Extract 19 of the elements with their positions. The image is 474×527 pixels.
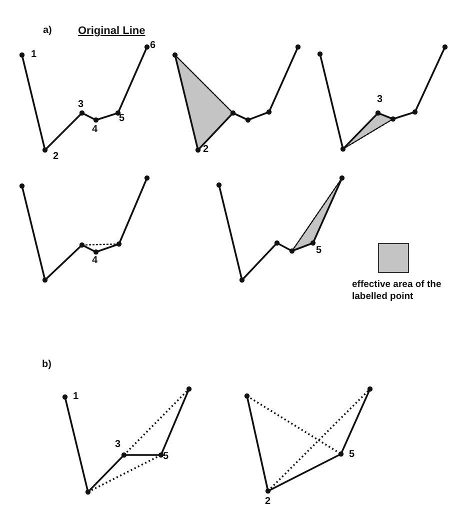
panel-title: Original Line (78, 26, 146, 37)
point-number: 5 (119, 114, 125, 124)
point-number: 1 (73, 392, 79, 402)
point-number: 3 (78, 100, 84, 110)
panel-label: a) (43, 26, 52, 36)
point-number: 5 (349, 450, 355, 460)
point-number: 2 (203, 145, 209, 155)
point-number: 5 (163, 452, 169, 462)
legend-text: effective area of the labelled point (352, 279, 442, 304)
point-number: 2 (265, 497, 271, 507)
point-number: 4 (92, 125, 98, 135)
point-number: 1 (31, 50, 37, 60)
point-number: 3 (377, 95, 383, 105)
point-number: 2 (53, 152, 59, 162)
panel-label: b) (42, 360, 52, 370)
point-number: 5 (316, 246, 322, 256)
point-number: 3 (115, 440, 121, 450)
point-number: 4 (92, 256, 98, 266)
point-number: 6 (150, 41, 156, 51)
